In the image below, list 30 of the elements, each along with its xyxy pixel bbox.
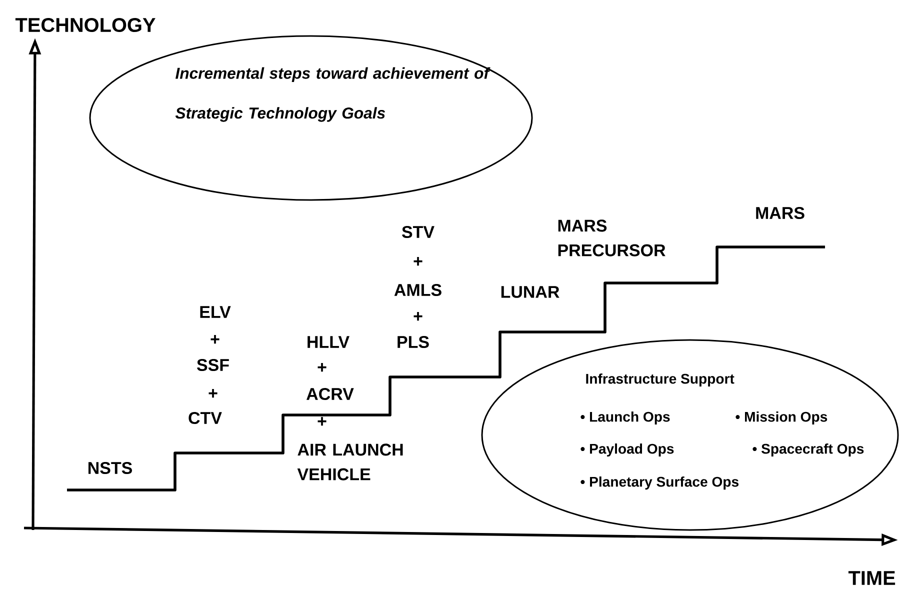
step-label: STV bbox=[402, 226, 434, 238]
axis-label: TIME bbox=[848, 571, 896, 585]
bullet-item: • Mission Ops bbox=[736, 411, 828, 425]
step-label: LUNAR bbox=[501, 286, 560, 298]
plus-sign: + bbox=[318, 417, 326, 426]
step-label: MARS bbox=[756, 206, 804, 220]
plus-sign: + bbox=[208, 389, 218, 398]
plus-sign: + bbox=[414, 312, 422, 321]
plus-sign: + bbox=[210, 335, 220, 344]
step-label: AIR LAUNCH VEHICLE bbox=[297, 444, 403, 480]
bullet-item: • Spacecraft Ops bbox=[752, 443, 864, 457]
step-label: SSF bbox=[196, 358, 229, 372]
plus-sign: + bbox=[414, 257, 422, 266]
step-label: MARS PRECURSOR bbox=[558, 220, 666, 256]
step-label: PLS bbox=[398, 336, 429, 348]
ellipse-text: Incremental steps toward achievement of Strategic Technology Goals bbox=[175, 67, 490, 122]
plus-sign: + bbox=[318, 363, 326, 372]
ellipse bbox=[89, 35, 533, 201]
bullet-item: • Payload Ops bbox=[580, 443, 674, 457]
step-label: ACRV bbox=[306, 388, 354, 400]
step-label: HLLV bbox=[308, 336, 350, 348]
ellipse bbox=[481, 339, 899, 531]
ellipse-heading: Infrastructure Support bbox=[586, 373, 734, 387]
step-label: ELV bbox=[200, 306, 231, 318]
step-label: CTV bbox=[188, 412, 222, 424]
bullet-item: • Launch Ops bbox=[580, 411, 670, 425]
bullet-item: • Planetary Surface Ops bbox=[580, 476, 738, 490]
step-label: AMLS bbox=[394, 284, 442, 296]
step-label: NSTS bbox=[88, 462, 132, 474]
axis-label: TECHNOLOGY bbox=[15, 18, 156, 32]
